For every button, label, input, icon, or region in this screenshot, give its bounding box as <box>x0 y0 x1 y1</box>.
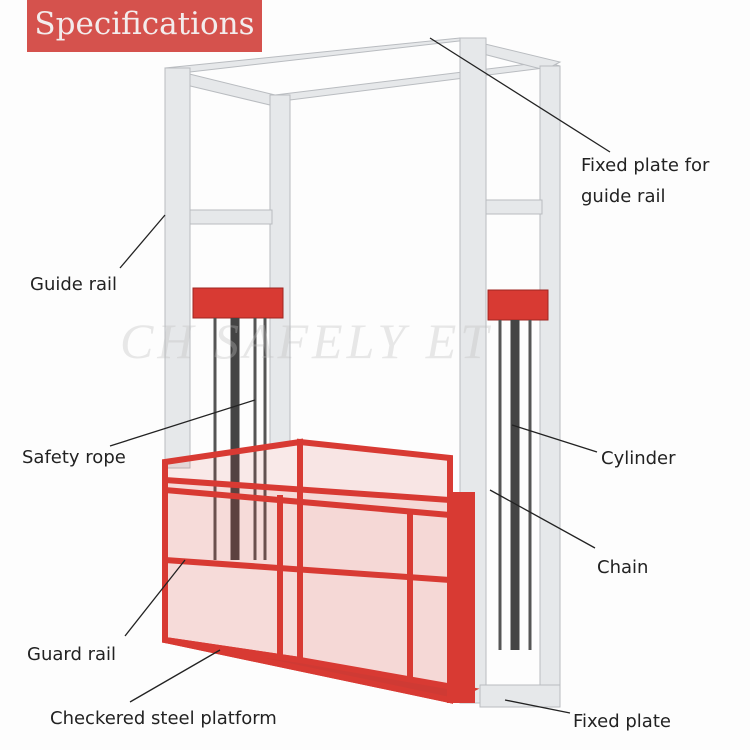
label-checkered-steel-platform: Checkered steel platform <box>50 708 277 729</box>
label-chain: Chain <box>597 557 649 578</box>
leader-guard-rail <box>124 559 186 637</box>
page-title: Specifications <box>27 0 262 52</box>
guard-rail-cage <box>162 438 480 704</box>
leader-platform <box>129 649 221 703</box>
leader-cylinder <box>511 424 598 453</box>
label-guide-rail: Guide rail <box>30 274 118 295</box>
watermark: CH SAFELY ET <box>120 313 493 369</box>
leader-fixed-plate-guide-rail <box>429 37 611 153</box>
label-fixed-plate-guide-rail-1: Fixed plate for <box>581 155 710 176</box>
guide-rail-left-front <box>164 67 191 469</box>
leader-fixed-plate <box>504 699 571 714</box>
leader-guide-rail <box>119 214 166 269</box>
leader-safety-rope <box>109 399 256 447</box>
label-cylinder: Cylinder <box>601 448 676 469</box>
label-fixed-plate-guide-rail-2: guide rail <box>581 186 666 207</box>
leader-chain <box>489 489 596 549</box>
label-guard-rail: Guard rail <box>27 644 117 665</box>
carriage-heads <box>192 287 549 321</box>
label-safety-rope: Safety rope <box>22 447 126 468</box>
leader-lines <box>109 37 611 714</box>
fixed-plate <box>479 684 561 708</box>
ropes-and-cylinders <box>213 318 532 650</box>
label-fixed-plate: Fixed plate <box>573 711 671 732</box>
top-beam-back <box>274 61 561 101</box>
guide-rail-right-back <box>539 65 561 687</box>
guide-rail-left-back <box>269 94 291 446</box>
